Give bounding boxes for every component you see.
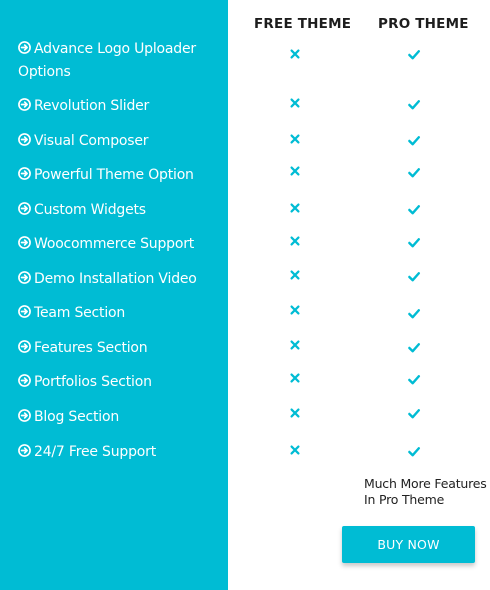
cross-icon <box>289 303 303 317</box>
cross-icon <box>289 96 303 110</box>
feature-item: Revolution Slider <box>18 95 224 118</box>
feature-label: Portfolios Section <box>34 374 152 390</box>
feature-item: Woocommerce Support <box>18 233 224 256</box>
arrow-circle-right-icon <box>18 234 31 249</box>
check-icon <box>407 166 421 180</box>
arrow-circle-right-icon <box>18 407 31 422</box>
feature-label: Woocommerce Support <box>34 236 195 252</box>
feature-item: Team Section <box>18 302 224 325</box>
arrow-circle-right-icon <box>18 200 31 215</box>
arrow-circle-right-icon <box>18 165 31 180</box>
cross-icon <box>289 201 303 215</box>
check-icon <box>407 203 421 217</box>
feature-label: Advance Logo Uploader <box>34 41 196 57</box>
cross-icon <box>289 132 303 146</box>
feature-item: Visual Composer <box>18 130 224 153</box>
arrow-circle-right-icon <box>18 442 31 457</box>
pro-theme-heading: PRO THEME <box>378 16 469 32</box>
arrow-circle-right-icon <box>18 338 31 353</box>
feature-item: Custom Widgets <box>18 199 224 222</box>
cross-icon <box>289 268 303 282</box>
feature-label: Revolution Slider <box>34 98 150 114</box>
check-icon <box>407 236 421 250</box>
arrow-circle-right-icon <box>18 39 31 54</box>
free-theme-heading: FREE THEME <box>254 16 352 32</box>
feature-label: 24/7 Free Support <box>34 444 156 460</box>
feature-item: Blog Section <box>18 406 224 429</box>
check-icon <box>407 445 421 459</box>
cross-icon <box>289 371 303 385</box>
feature-label: Demo Installation Video <box>34 271 197 287</box>
check-icon <box>407 341 421 355</box>
more-features-line-1: Much More Features <box>364 476 487 491</box>
check-icon <box>407 98 421 112</box>
feature-label: Blog Section <box>34 409 120 425</box>
feature-item: Features Section <box>18 337 224 360</box>
check-icon <box>407 270 421 284</box>
feature-label: Visual Composer <box>34 133 149 149</box>
arrow-circle-right-icon <box>18 303 31 318</box>
feature-item: 24/7 Free Support <box>18 441 224 464</box>
cross-icon <box>289 234 303 248</box>
feature-label: Features Section <box>34 340 148 356</box>
cross-icon <box>289 406 303 420</box>
feature-item: Demo Installation Video <box>18 268 224 291</box>
buy-now-button[interactable]: BUY NOW <box>342 526 475 563</box>
arrow-circle-right-icon <box>18 269 31 284</box>
cross-icon <box>289 338 303 352</box>
feature-label: Powerful Theme Option <box>34 167 194 183</box>
feature-label: Team Section <box>34 305 126 321</box>
cross-icon <box>289 164 303 178</box>
arrow-circle-right-icon <box>18 96 31 111</box>
feature-label: Custom Widgets <box>34 202 146 218</box>
cross-icon <box>289 47 303 61</box>
cross-icon <box>289 443 303 457</box>
check-icon <box>407 407 421 421</box>
check-icon <box>407 48 421 62</box>
check-icon <box>407 373 421 387</box>
more-features-line-2: In Pro Theme <box>364 492 445 507</box>
more-features-note: Much More Features In Pro Theme <box>364 476 490 508</box>
arrow-circle-right-icon <box>18 131 31 146</box>
arrow-circle-right-icon <box>18 372 31 387</box>
feature-item: Portfolios Section <box>18 371 224 394</box>
feature-item: Powerful Theme Option <box>18 164 224 187</box>
check-icon <box>407 134 421 148</box>
check-icon <box>407 307 421 321</box>
feature-label: Options <box>18 64 71 80</box>
